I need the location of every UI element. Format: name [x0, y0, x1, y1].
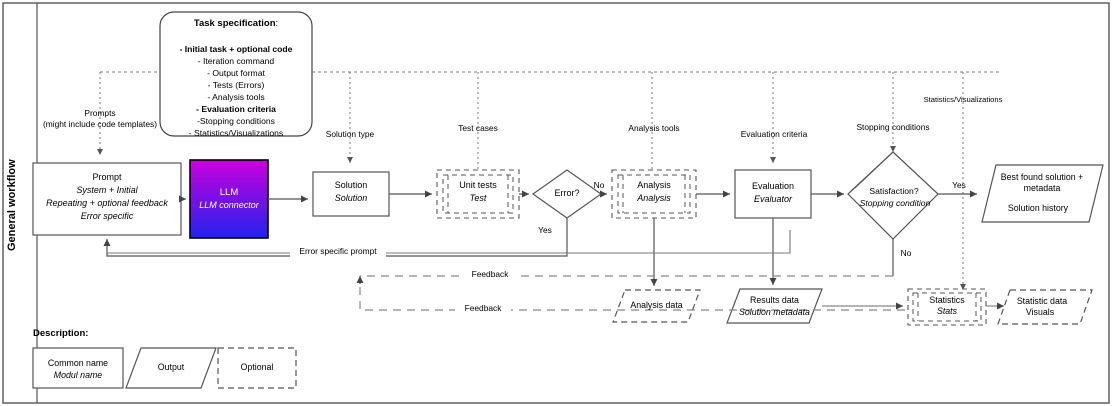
results-data-sub: Solution metadata — [739, 307, 810, 317]
analysis-data-title: Analysis data — [630, 300, 683, 310]
task-spec-line-7: - Statistics/Visualizations — [188, 128, 284, 138]
llm-shape — [189, 159, 269, 239]
edge-label-prompts-sub: (might include code templates) — [42, 119, 158, 129]
edge-label-feedback-2: Feedback — [455, 303, 511, 314]
evaluation-sub: Evaluator — [753, 194, 793, 204]
best-found-line3: Solution history — [1007, 203, 1069, 213]
edge-label-error-specific-prompt: Error specific prompt — [290, 246, 386, 257]
edge-label-prompts: Prompts — [84, 108, 116, 118]
edge-label-solution-type: Solution type — [325, 129, 375, 139]
unit-tests-sub: Test — [469, 193, 487, 203]
statistic-data-line1: Statistic data — [1016, 296, 1068, 306]
edge-label-statistics-visualizations: Statistics/Visualizations — [923, 95, 1003, 104]
statistic-data-shape — [997, 289, 1093, 325]
legend-output-shape — [125, 347, 217, 389]
prompt-sub1: System + Initial — [76, 185, 138, 195]
legend-common-line2: Modul name — [53, 370, 103, 380]
statistics-sub: Stats — [936, 306, 958, 316]
task-spec-line-6: -Stopping conditions — [197, 116, 275, 126]
edge-label-no-satisfaction: No — [900, 248, 912, 258]
edge-label-analysis-tools: Analysis tools — [628, 123, 680, 133]
task-spec-title-suffix: : — [275, 18, 279, 29]
legend-optional-label: Optional — [240, 362, 274, 372]
satisfaction-sub: Stopping condition — [859, 198, 931, 208]
task-spec-title: Task specification: — [160, 18, 312, 29]
prompt-title: Prompt — [92, 172, 122, 182]
task-spec-line-2: - Output format — [207, 68, 265, 78]
analysis-shape-outer — [611, 169, 697, 219]
results-data-shape — [726, 288, 823, 324]
best-found-solution-shape — [981, 164, 1104, 223]
llm-sub: LLM connector — [199, 200, 259, 210]
satisfaction-title: Satisfaction? — [869, 186, 919, 196]
solution-shape — [312, 171, 390, 217]
prompt-shape — [32, 162, 182, 236]
statistics-shape-inner — [912, 292, 982, 322]
results-data-title: Results data — [750, 295, 799, 305]
task-spec-line-0: - Initial task + optional code — [179, 44, 293, 54]
task-spec-line-3: - Tests (Errors) — [207, 80, 265, 90]
edge-label-yes-error: Yes — [538, 225, 552, 235]
edge-label-stopping-conditions: Stopping conditions — [856, 122, 930, 132]
edge-label-evaluation-criteria: Evaluation criteria — [740, 129, 808, 139]
unit-tests-title: Unit tests — [459, 180, 497, 190]
task-specification-shape — [159, 11, 313, 137]
legend-heading: Description: — [33, 328, 89, 339]
side-label-general-workflow: General workflow — [6, 159, 18, 251]
task-spec-line-4: - Analysis tools — [207, 92, 265, 102]
legend-output-label: Output — [157, 362, 185, 372]
solution-title: Solution — [334, 180, 368, 190]
analysis-title: Analysis — [637, 180, 671, 190]
unit-tests-shape-outer — [436, 169, 520, 219]
task-spec-title-text: Task specification — [193, 18, 276, 29]
legend-optional-shape — [217, 347, 297, 389]
edge-label-test-cases: Test cases — [458, 123, 498, 133]
analysis-sub: Analysis — [637, 193, 671, 203]
analysis-data-shape — [612, 289, 701, 323]
prompt-sub3: Error specific — [80, 211, 134, 221]
error-decision-title: Error? — [554, 188, 580, 198]
statistics-shape-outer — [907, 288, 987, 326]
llm-title: LLM — [219, 187, 239, 198]
task-spec-line-5: - Evaluation criteria — [196, 104, 276, 114]
legend-common-shape — [32, 347, 124, 389]
best-found-line1: Best found solution + — [1000, 172, 1084, 182]
analysis-shape-inner — [617, 174, 691, 214]
prompt-sub2: Repeating + optional feedback — [46, 198, 168, 208]
statistic-data-line2: Visuals — [1025, 307, 1055, 317]
solution-sub: Solution — [334, 193, 368, 203]
evaluation-shape — [734, 169, 812, 219]
edge-label-no-error: No — [593, 180, 605, 190]
statistics-title: Statistics — [929, 295, 965, 305]
best-found-line2: metadata — [1023, 183, 1061, 193]
task-spec-line-1: - Iteration command — [197, 56, 275, 66]
legend-common-line1: Common name — [47, 358, 109, 368]
edge-label-yes-satisfaction: Yes — [952, 180, 966, 190]
evaluation-title: Evaluation — [751, 181, 795, 191]
edge-label-feedback-1: Feedback — [462, 269, 518, 280]
